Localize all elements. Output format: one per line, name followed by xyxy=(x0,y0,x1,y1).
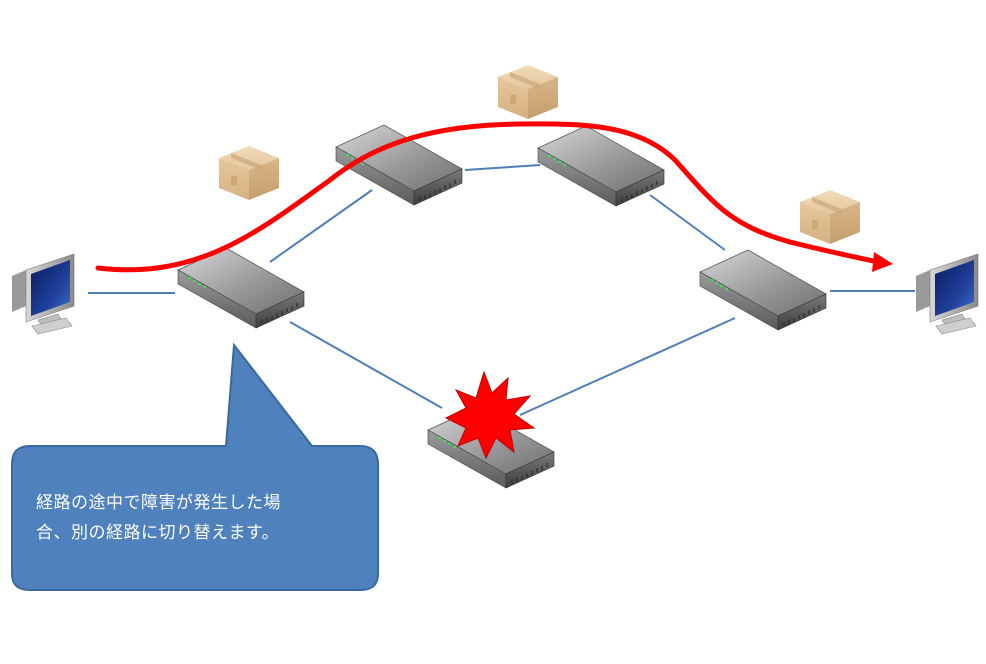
link-left-bottom xyxy=(289,321,443,409)
link-topright-right xyxy=(649,194,726,251)
left-computer-icon xyxy=(11,253,75,335)
link-bottom-right xyxy=(519,317,736,416)
link-left-topleft xyxy=(269,189,373,263)
packet-box-icon xyxy=(219,146,279,200)
packet-box-icon xyxy=(498,65,558,119)
arrowhead-icon xyxy=(872,252,893,272)
switch-right-icon xyxy=(699,249,827,331)
callout-line-1: 経路の途中で障害が発生した場 xyxy=(36,493,281,513)
callout-text: 経路の途中で障害が発生した場 合、別の経路に切り替えます。 xyxy=(36,488,366,548)
callout-bubble xyxy=(11,342,379,591)
callout-line-2: 合、別の経路に切り替えます。 xyxy=(36,523,280,543)
network-links xyxy=(88,164,915,416)
packet-box-icon xyxy=(800,190,860,244)
right-computer-icon xyxy=(915,253,979,335)
failure-explosion-icon xyxy=(444,370,536,460)
reroute-path-arrow xyxy=(95,121,881,273)
link-top xyxy=(464,164,541,171)
